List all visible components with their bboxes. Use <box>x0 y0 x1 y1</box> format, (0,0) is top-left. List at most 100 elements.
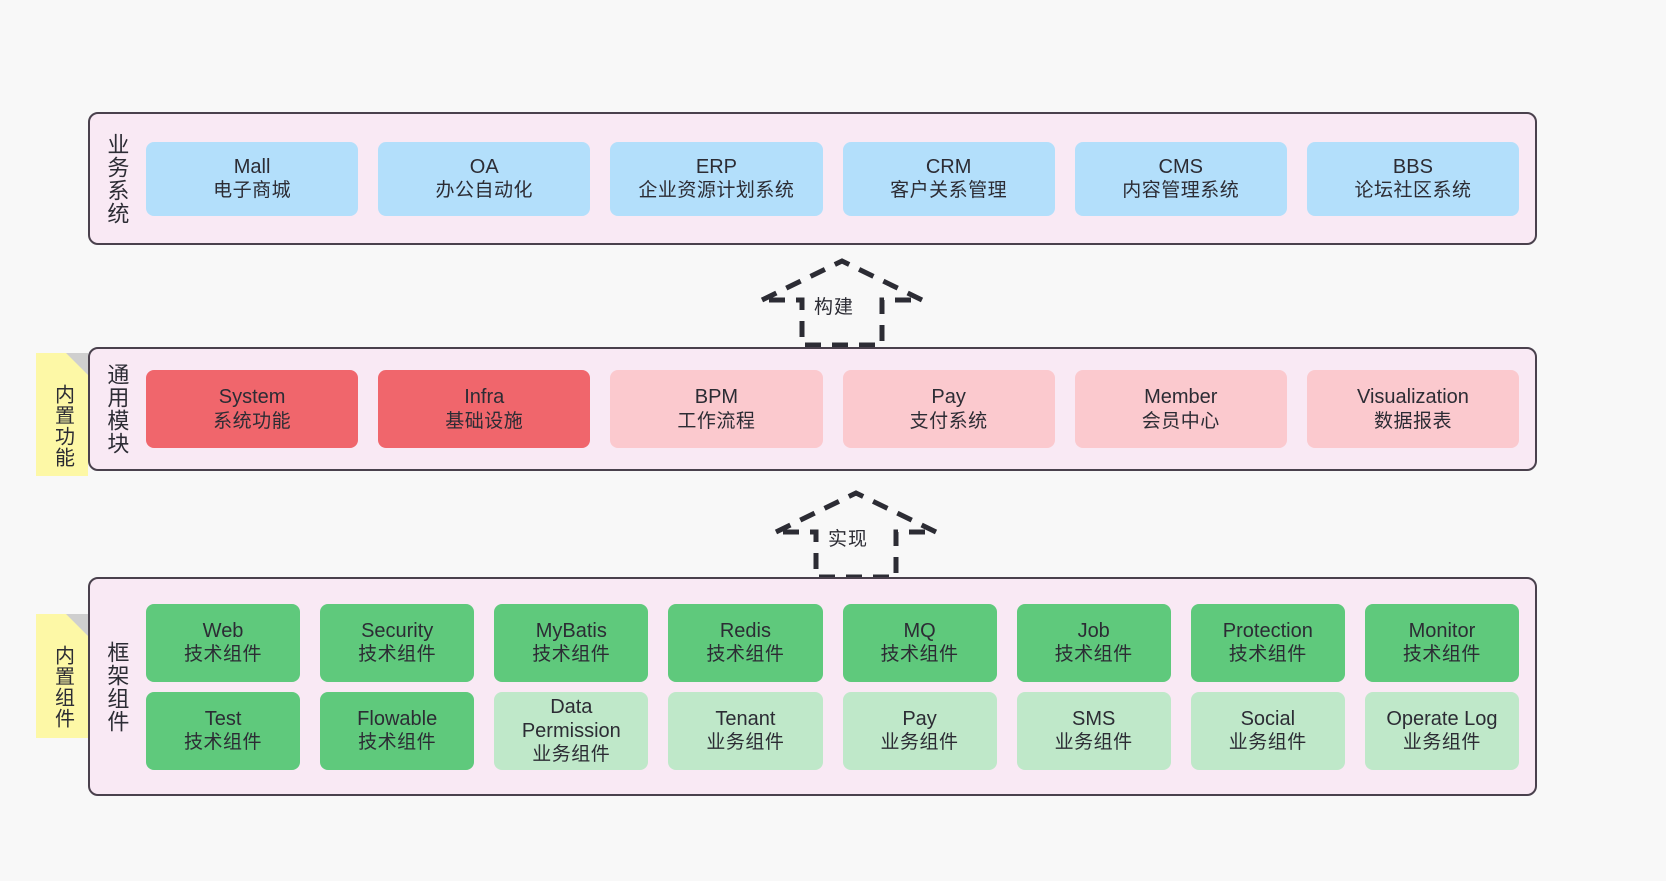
card-title-cn: 技术组件 <box>184 644 263 666</box>
card-title-en: Web <box>202 619 244 642</box>
card-title-cn: 业务组件 <box>532 744 611 766</box>
business-card-row: Mall 电子商城 OA 办公自动化 ERP 企业资源计划系统 CRM 客户关系… <box>146 141 1520 216</box>
card-title-cn: 业务组件 <box>1402 732 1481 754</box>
card-title-en: CMS <box>1158 155 1203 178</box>
card-title-cn: 会员中心 <box>1141 410 1220 432</box>
card-title-cn: 技术组件 <box>1402 644 1481 666</box>
card-title-en: Test <box>204 707 242 730</box>
card-title-cn: 支付系统 <box>909 410 988 432</box>
card-title-cn: 技术组件 <box>532 644 611 666</box>
card-title-en: Tenant <box>715 707 776 730</box>
card-title-en: Pay <box>931 386 966 409</box>
card-visualization[interactable]: Visualization 数据报表 <box>1306 370 1520 448</box>
card-title-cn: 业务组件 <box>706 732 785 754</box>
note-builtin-features: 内置功能 <box>36 353 88 476</box>
card-title-en: Redis <box>719 619 771 642</box>
connector-build: 构建 <box>752 255 932 350</box>
note-builtin-components: 内置组件 <box>36 614 88 738</box>
note-label: 内置功能 <box>51 383 74 468</box>
card-cms[interactable]: CMS 内容管理系统 <box>1074 141 1287 216</box>
card-title-en: Data Permission <box>521 695 621 742</box>
note-fold-corner-icon <box>66 353 88 375</box>
card-title-cn: 工作流程 <box>677 410 756 432</box>
card-title-cn: 技术组件 <box>1228 644 1307 666</box>
common-card-row: System 系统功能 Infra 基础设施 BPM 工作流程 Pay 支付系统… <box>146 370 1520 448</box>
card-monitor[interactable]: Monitor 技术组件 <box>1364 603 1519 682</box>
card-title-en: Protection <box>1222 619 1313 642</box>
card-title-cn: 技术组件 <box>184 732 263 754</box>
card-bpm[interactable]: BPM 工作流程 <box>610 370 823 448</box>
card-oa[interactable]: OA 办公自动化 <box>378 141 591 216</box>
layer-framework-components: 框架组件 Web 技术组件 Security 技术组件 MyBatis 技术组件… <box>88 577 1537 796</box>
layer-business-systems: 业务系统 Mall 电子商城 OA 办公自动化 ERP 企业资源计划系统 CRM… <box>88 112 1537 245</box>
framework-biz-row: Test 技术组件 Flowable 技术组件 Data Permission … <box>146 691 1519 770</box>
card-operate-log[interactable]: Operate Log 业务组件 <box>1364 691 1519 770</box>
hollow-arrow-up-icon <box>774 490 938 580</box>
card-title-en: MyBatis <box>535 619 607 642</box>
card-title-cn: 技术组件 <box>1054 644 1133 666</box>
card-title-cn: 业务组件 <box>880 732 959 754</box>
card-pay-component[interactable]: Pay 业务组件 <box>842 691 997 770</box>
connector-build-label: 构建 <box>814 297 855 318</box>
card-title-en: Monitor <box>1408 619 1476 642</box>
card-infra[interactable]: Infra 基础设施 <box>378 370 591 448</box>
card-title-en: Flowable <box>357 707 438 730</box>
card-title-cn: 电子商城 <box>213 180 292 202</box>
framework-tech-row: Web 技术组件 Security 技术组件 MyBatis 技术组件 Redi… <box>146 603 1519 682</box>
card-web[interactable]: Web 技术组件 <box>146 603 301 682</box>
card-title-cn: 技术组件 <box>880 644 959 666</box>
card-title-cn: 企业资源计划系统 <box>638 180 795 202</box>
note-fold-corner-icon <box>66 614 88 636</box>
card-title-en: Security <box>361 619 434 642</box>
card-title-en: SMS <box>1072 707 1116 730</box>
connector-implement-label: 实现 <box>828 529 869 550</box>
card-pay-module[interactable]: Pay 支付系统 <box>842 370 1055 448</box>
layer-common-modules: 通用模块 System 系统功能 Infra 基础设施 BPM 工作流程 Pay… <box>88 347 1537 471</box>
card-title-en: BBS <box>1392 155 1433 178</box>
card-crm[interactable]: CRM 客户关系管理 <box>842 141 1055 216</box>
layer-framework-title: 框架组件 <box>104 640 130 733</box>
card-title-cn: 客户关系管理 <box>890 180 1008 202</box>
card-job[interactable]: Job 技术组件 <box>1016 603 1171 682</box>
card-title-en: Job <box>1077 619 1110 642</box>
layer-business-title: 业务系统 <box>104 132 130 225</box>
card-flowable[interactable]: Flowable 技术组件 <box>320 691 475 770</box>
card-security[interactable]: Security 技术组件 <box>320 603 475 682</box>
card-title-en: Infra <box>464 386 505 409</box>
card-title-cn: 技术组件 <box>358 644 437 666</box>
card-test[interactable]: Test 技术组件 <box>146 691 301 770</box>
card-member[interactable]: Member 会员中心 <box>1074 370 1287 448</box>
card-redis[interactable]: Redis 技术组件 <box>668 603 823 682</box>
card-title-en: Social <box>1240 707 1296 730</box>
card-mq[interactable]: MQ 技术组件 <box>842 603 997 682</box>
card-social[interactable]: Social 业务组件 <box>1190 691 1345 770</box>
card-mall[interactable]: Mall 电子商城 <box>146 141 359 216</box>
card-title-cn: 业务组件 <box>1054 732 1133 754</box>
connector-implement: 实现 <box>766 487 946 582</box>
card-title-cn: 技术组件 <box>358 732 437 754</box>
card-protection[interactable]: Protection 技术组件 <box>1190 603 1345 682</box>
layer-common-title: 通用模块 <box>104 363 130 455</box>
card-title-en: CRM <box>925 155 972 178</box>
card-erp[interactable]: ERP 企业资源计划系统 <box>610 141 823 216</box>
card-title-en: Mall <box>233 155 271 178</box>
card-title-cn: 系统功能 <box>213 410 292 432</box>
card-bbs[interactable]: BBS 论坛社区系统 <box>1306 141 1520 216</box>
card-title-cn: 内容管理系统 <box>1122 180 1240 202</box>
card-mybatis[interactable]: MyBatis 技术组件 <box>494 603 649 682</box>
card-system[interactable]: System 系统功能 <box>146 370 359 448</box>
card-data-permission[interactable]: Data Permission 业务组件 <box>494 691 649 770</box>
card-title-cn: 办公自动化 <box>435 180 534 202</box>
card-title-en: Operate Log <box>1386 707 1498 730</box>
card-title-cn: 业务组件 <box>1228 732 1307 754</box>
card-title-en: Member <box>1144 386 1218 409</box>
layer-business-body: Mall 电子商城 OA 办公自动化 ERP 企业资源计划系统 CRM 客户关系… <box>142 114 1535 243</box>
note-label: 内置组件 <box>51 645 74 729</box>
card-sms[interactable]: SMS 业务组件 <box>1016 691 1171 770</box>
card-tenant[interactable]: Tenant 业务组件 <box>668 691 823 770</box>
hollow-arrow-up-icon <box>760 258 924 348</box>
card-title-cn: 技术组件 <box>706 644 785 666</box>
card-title-cn: 数据报表 <box>1373 410 1452 432</box>
layer-framework-body: Web 技术组件 Security 技术组件 MyBatis 技术组件 Redi… <box>142 579 1535 794</box>
